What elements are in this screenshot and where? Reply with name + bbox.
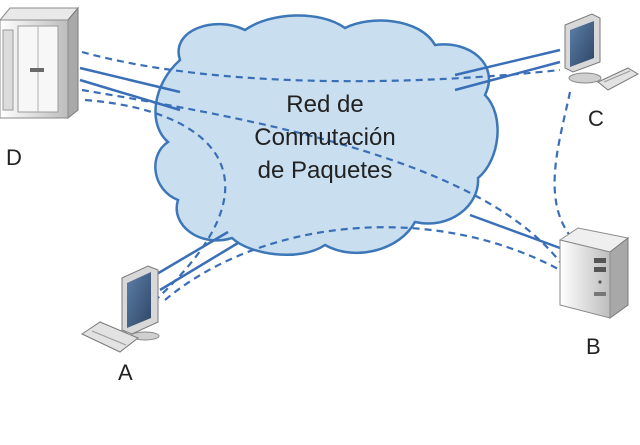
- node-label-b: B: [586, 334, 601, 359]
- cloud-label-line-2: Conmutación: [254, 124, 396, 151]
- packet-switching-network-cloud: [154, 14, 499, 256]
- node-label-a: A: [118, 360, 133, 385]
- node-label-d: D: [6, 145, 22, 170]
- link-d-solid-1: [79, 66, 181, 94]
- cloud-label-line-1: Red de: [286, 91, 364, 118]
- link-d-c-dashed: [81, 50, 561, 83]
- link-d-a-dashed: [84, 98, 227, 306]
- desktop-computer-icon: [80, 265, 160, 353]
- link-a-b-dashed: [164, 226, 561, 301]
- link-c-solid-2: [454, 60, 561, 92]
- rack-server-icon: [0, 6, 80, 120]
- link-a-solid-1: [149, 230, 229, 280]
- link-b-solid-1: [469, 213, 561, 250]
- desktop-computer-icon: [564, 13, 640, 91]
- dashed-links: [81, 50, 573, 306]
- tower-server-icon: [558, 227, 630, 319]
- node-label-c: C: [588, 106, 604, 131]
- cloud-label-line-3: de Paquetes: [257, 157, 393, 184]
- link-d-solid-2: [79, 78, 181, 112]
- solid-links: [79, 48, 561, 292]
- link-c-b-dashed: [553, 91, 573, 239]
- link-c-solid-1: [454, 48, 561, 77]
- link-d-b-dashed: [81, 88, 561, 263]
